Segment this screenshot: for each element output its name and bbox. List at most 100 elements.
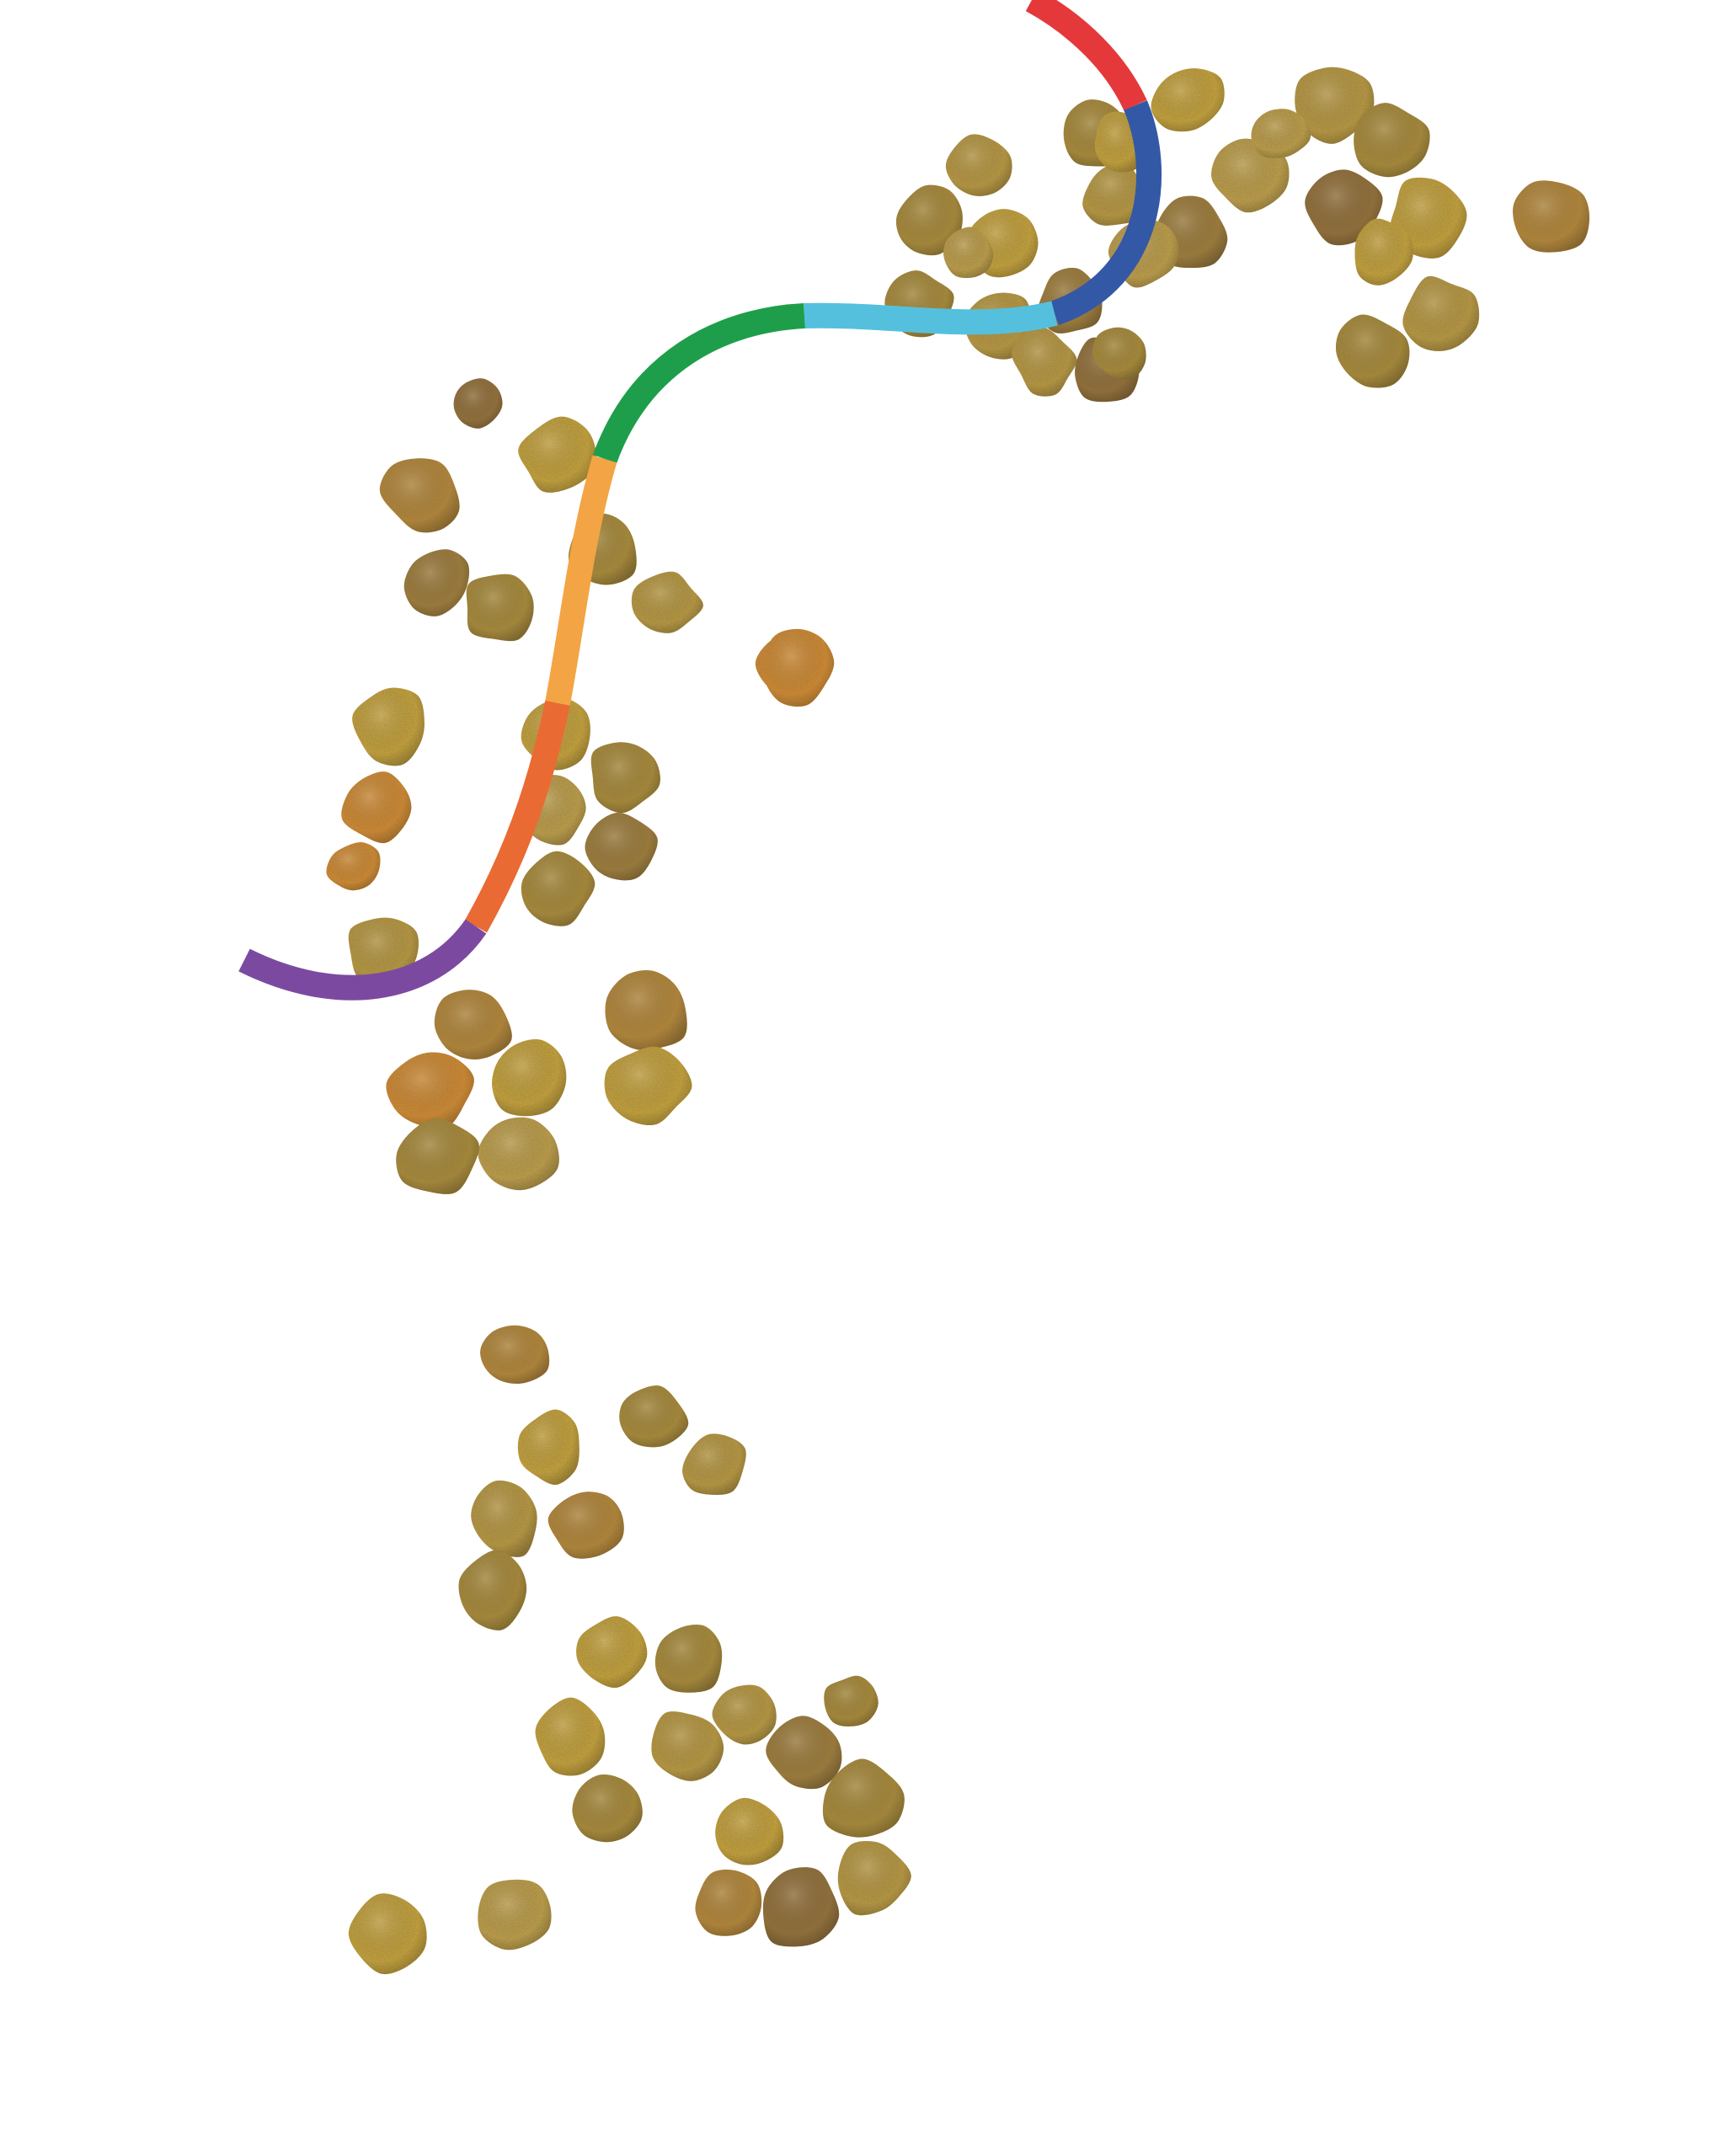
kibble-shading (631, 571, 703, 633)
kibble-shading (348, 1893, 427, 1975)
kibble-shading (651, 1711, 724, 1781)
kibble-shading (590, 742, 660, 814)
kibble-shading (837, 1841, 911, 1916)
kibble-shading (480, 1325, 550, 1384)
kibble-shading (1354, 103, 1430, 178)
kibble-shading (762, 628, 835, 707)
kibble-shading (517, 1409, 579, 1486)
kibble-shading (619, 1385, 689, 1448)
kibble-shading (434, 990, 512, 1059)
kibble-piece (824, 1675, 879, 1726)
kibble-piece (1295, 67, 1375, 144)
kibble-shading (1305, 169, 1383, 246)
kibble-piece (822, 1758, 905, 1838)
kibble-piece (654, 1625, 723, 1693)
kibble-piece (715, 1797, 784, 1865)
kibble-piece (712, 1684, 777, 1745)
ribbon-segment-green (592, 303, 805, 464)
kibble-piece (326, 841, 381, 891)
kibble-piece (453, 378, 503, 429)
kibble-piece (1012, 327, 1077, 397)
kibble-piece (1402, 275, 1480, 351)
kibble-shading (695, 1869, 762, 1936)
kibble-piece (762, 628, 835, 707)
kibble-piece (837, 1841, 911, 1916)
kibble-piece (1092, 327, 1146, 380)
kibble-piece (471, 1480, 537, 1557)
kibble-piece (945, 134, 1012, 196)
kibble-piece (895, 184, 963, 256)
kibble-shading (1354, 218, 1413, 286)
ribbon-segment-cyan (804, 301, 1058, 335)
kibble-shading (1335, 314, 1410, 388)
kibble-piece (682, 1433, 746, 1495)
kibble-shading (478, 1879, 552, 1951)
kibble-shading (326, 841, 381, 891)
kibble-piece (480, 1325, 550, 1384)
kibble-shading (682, 1433, 746, 1495)
kibble-piece (386, 1052, 474, 1129)
kibble-piece (576, 1616, 648, 1689)
kibble-shading (379, 458, 460, 533)
ribbon-segment-red (1025, 0, 1147, 111)
kibble-piece (590, 742, 660, 814)
kibble-piece (585, 812, 658, 881)
kibble-piece (695, 1869, 762, 1936)
kibble-piece (651, 1711, 724, 1781)
kibble-shading (518, 416, 596, 493)
kibble-piece (604, 1046, 692, 1126)
kibble-piece (619, 1385, 689, 1448)
kibble-shading (822, 1758, 905, 1838)
kibble-shading (572, 1774, 643, 1843)
kibble-shading (1151, 68, 1225, 132)
kibble-shading (403, 549, 470, 616)
kibble-shading (605, 970, 687, 1050)
kibble-piece (631, 571, 703, 633)
kibble-piece (943, 227, 994, 279)
kibble-piece (466, 574, 534, 642)
kibble-piece (403, 549, 470, 616)
kibble-piece (766, 1716, 842, 1790)
kibble-shading (895, 184, 963, 256)
kibble-piece (517, 1409, 579, 1486)
kibble-piece (478, 1879, 552, 1951)
kibble-shading (466, 574, 534, 642)
kibble-shading (945, 134, 1012, 196)
kibble-shading (352, 687, 425, 766)
kibble-piece (1251, 109, 1311, 158)
ribbon-segment-purple (238, 919, 487, 1001)
kibble-piece (1354, 218, 1413, 286)
kibble-shading (492, 1039, 567, 1117)
kibble-piece (535, 1697, 606, 1776)
kibble-piece (1151, 68, 1225, 132)
kibble-piece (348, 1893, 427, 1975)
kibble-shading (943, 227, 994, 279)
kibble-shading (535, 1697, 606, 1776)
kibble-piece (762, 1867, 840, 1947)
kibble-piece (605, 970, 687, 1050)
kibble-shading (1513, 180, 1590, 253)
kibble-shading (604, 1046, 692, 1126)
kibble-shading (1295, 67, 1375, 144)
kibble-shading (654, 1625, 723, 1693)
kibble-piece (458, 1550, 527, 1630)
ribbon-segment-blue (1049, 100, 1162, 326)
kibble-shading (471, 1480, 537, 1557)
kibble-piece (547, 1492, 624, 1559)
kibble-piece (352, 687, 425, 766)
kibble-piece (379, 458, 460, 533)
kibble-piece (521, 851, 595, 926)
rainbow-ribbon (238, 0, 1162, 1001)
kibble-shading (762, 1867, 840, 1947)
kibble-piece (572, 1774, 643, 1843)
kibble-shading (396, 1118, 479, 1194)
kibble-piece (341, 771, 412, 844)
kibble-shading (478, 1117, 559, 1191)
kibble-shading (341, 771, 412, 844)
kibble-shading (766, 1716, 842, 1790)
kibble-shading (1251, 109, 1311, 158)
kibble-piece (1305, 169, 1383, 246)
kibble-shading (547, 1492, 624, 1559)
kibble-shading (576, 1616, 648, 1689)
